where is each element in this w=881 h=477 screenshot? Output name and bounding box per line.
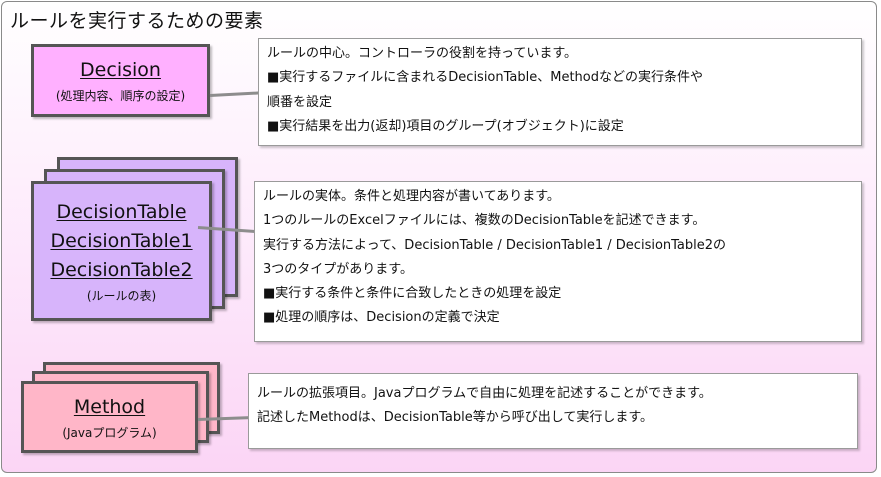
method-desc-line: 記述したMethodは、DecisionTable等から呼び出して実行します。 [257,410,654,426]
method-description: ルールの拡張項目。Javaプログラムで自由に処理を記述することができます。 記述… [248,373,858,449]
decision-box: Decision (処理内容、順序の設定) [31,44,210,117]
decision-table-desc-line: 実行する方法によって、DecisionTable / DecisionTable… [263,237,727,253]
decision-table2-title: DecisionTable2 [50,258,193,281]
decision-desc-line: ルールの中心。コントローラの役割を持っています。 [267,46,578,61]
method-subtitle: (Javaプログラム) [62,425,157,440]
decision-table-box: DecisionTable DecisionTable1 DecisionTab… [31,181,212,321]
decision-table-desc-line: 1つのルールのExcelファイルには、複数のDecisionTableを記述でき… [263,213,706,229]
decision-table-title: DecisionTable [56,200,187,223]
decision-title: Decision [80,59,161,81]
decision-desc-line: ■実行するファイルに含まれるDecisionTable、Methodなどの実行条… [267,70,704,86]
decision-desc-line: 順番を設定 [267,94,333,110]
decision-table-subtitle: (ルールの表) [86,288,157,303]
decision-table-desc-line: ■実行する条件と条件に合致したときの処理を設定 [263,286,562,302]
page-title: ルールを実行するための要素 [10,10,264,32]
decision-description: ルールの中心。コントローラの役割を持っています。 ■実行するファイルに含まれるD… [258,38,862,146]
decision-table-desc-line: ■処理の順序は、Decisionの定義で決定 [263,310,500,326]
method-box: Method (Javaプログラム) [21,381,198,453]
decision-table-description: ルールの実体。条件と処理内容が書いてあります。 1つのルールのExcelファイル… [254,181,862,342]
decision-table-desc-line: ルールの実体。条件と処理内容が書いてあります。 [263,189,560,204]
method-title: Method [73,395,146,418]
decision-subtitle: (処理内容、順序の設定) [55,89,186,103]
method-desc-line: ルールの拡張項目。Javaプログラムで自由に処理を記述することができます。 [257,386,712,401]
decision-desc-line: ■実行結果を出力(返却)項目のグループ(オブジェクト)に設定 [267,118,624,134]
decision-table-desc-line: 3つのタイプがあります。 [263,261,413,277]
decision-table1-title: DecisionTable1 [50,229,193,252]
